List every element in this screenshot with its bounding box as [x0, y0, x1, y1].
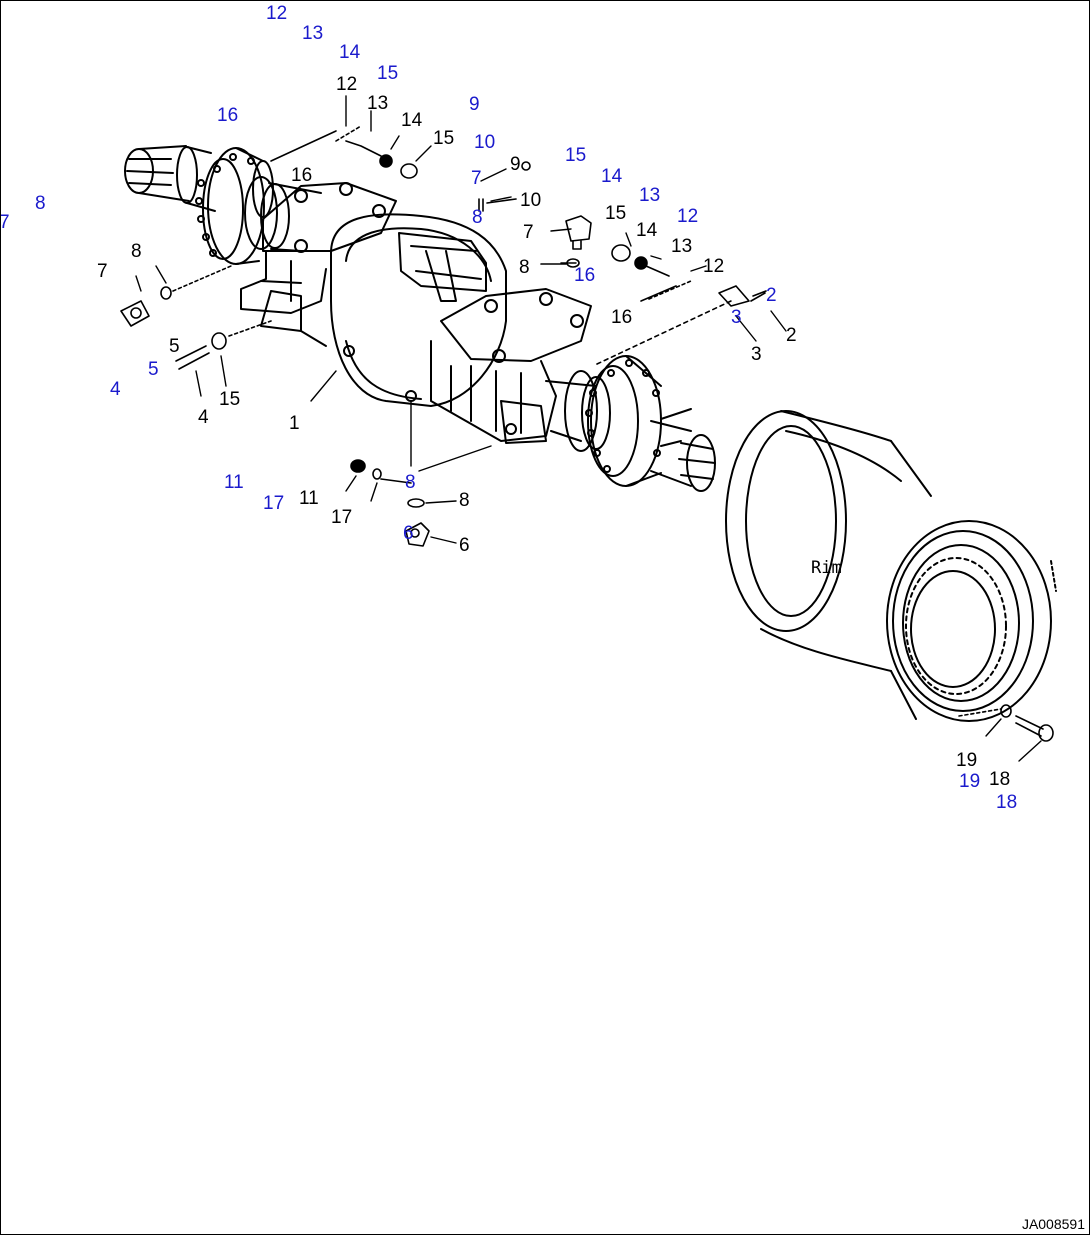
callout-15[interactable]: 15	[433, 128, 455, 149]
right-mount-bracket	[430, 288, 592, 444]
callout-blue-14[interactable]: 14	[601, 166, 623, 187]
callout-2[interactable]: 2	[786, 325, 797, 346]
callout-blue-10[interactable]: 10	[474, 132, 496, 153]
right-axle-tube	[545, 370, 611, 452]
callout-15[interactable]: 15	[219, 389, 241, 410]
callout-10[interactable]: 10	[520, 190, 542, 211]
left-axle-shaft	[124, 145, 216, 212]
callout-blue-2[interactable]: 2	[766, 285, 777, 306]
callout-8[interactable]: 8	[519, 257, 530, 278]
callout-blue-12[interactable]: 12	[266, 3, 288, 24]
callout-4[interactable]: 4	[198, 407, 209, 428]
callout-blue-5[interactable]: 5	[148, 359, 159, 380]
callout-8[interactable]: 8	[459, 490, 470, 511]
callout-blue-11[interactable]: 11	[224, 472, 244, 493]
wheel-rim	[725, 410, 1057, 722]
callout-blue-8[interactable]: 8	[35, 193, 46, 214]
callout-17[interactable]: 17	[331, 507, 353, 528]
callout-12[interactable]: 12	[703, 256, 725, 277]
callout-blue-17[interactable]: 17	[263, 493, 285, 514]
callout-8[interactable]: 8	[131, 241, 142, 262]
callout-11[interactable]: 11	[299, 488, 319, 509]
callout-blue-15[interactable]: 15	[377, 63, 399, 84]
callout-6[interactable]: 6	[459, 535, 470, 556]
callout-5[interactable]: 5	[169, 336, 180, 357]
callout-13[interactable]: 13	[671, 236, 693, 257]
callout-19[interactable]: 19	[956, 750, 978, 771]
document-id: JA008591	[1021, 1216, 1085, 1232]
left-axle-tube	[244, 176, 322, 252]
callout-blue-9[interactable]: 9	[469, 94, 480, 115]
callout-blue-19[interactable]: 19	[959, 771, 981, 792]
callout-blue-16[interactable]: 16	[217, 105, 239, 126]
callout-15[interactable]: 15	[605, 203, 627, 224]
callout-blue-8[interactable]: 8	[405, 472, 416, 493]
callout-blue-6[interactable]: 6	[403, 523, 414, 544]
callout-14[interactable]: 14	[401, 110, 423, 131]
callout-18[interactable]: 18	[989, 769, 1011, 790]
callout-blue-14[interactable]: 14	[339, 42, 361, 63]
callout-7[interactable]: 7	[97, 261, 108, 282]
rim-label: Rim	[811, 558, 842, 578]
callout-blue-3[interactable]: 3	[731, 307, 742, 328]
callout-7[interactable]: 7	[523, 222, 534, 243]
callout-13[interactable]: 13	[367, 93, 389, 114]
callout-9[interactable]: 9	[510, 154, 521, 175]
callout-16[interactable]: 16	[291, 165, 313, 186]
callout-blue-13[interactable]: 13	[302, 23, 324, 44]
callout-12[interactable]: 12	[336, 74, 358, 95]
leader-lines	[135, 95, 1042, 762]
callout-blue-13[interactable]: 13	[639, 185, 661, 206]
callout-14[interactable]: 14	[636, 220, 658, 241]
callout-3[interactable]: 3	[751, 344, 762, 365]
callout-blue-7[interactable]: 7	[471, 168, 482, 189]
differential-housing	[300, 213, 507, 407]
callout-blue-4[interactable]: 4	[110, 379, 121, 400]
callout-blue-12[interactable]: 12	[677, 206, 699, 227]
right-hub-flange	[585, 355, 662, 487]
callout-blue-15[interactable]: 15	[565, 145, 587, 166]
callout-16[interactable]: 16	[611, 307, 633, 328]
callout-blue-16[interactable]: 16	[574, 265, 596, 286]
left-hub-flange	[195, 147, 274, 265]
callout-blue-8[interactable]: 8	[472, 207, 483, 228]
callout-blue-18[interactable]: 18	[996, 792, 1018, 813]
callout-1[interactable]: 1	[289, 413, 300, 434]
right-axle-shaft	[650, 408, 716, 492]
callout-blue-7[interactable]: 7	[0, 212, 10, 233]
